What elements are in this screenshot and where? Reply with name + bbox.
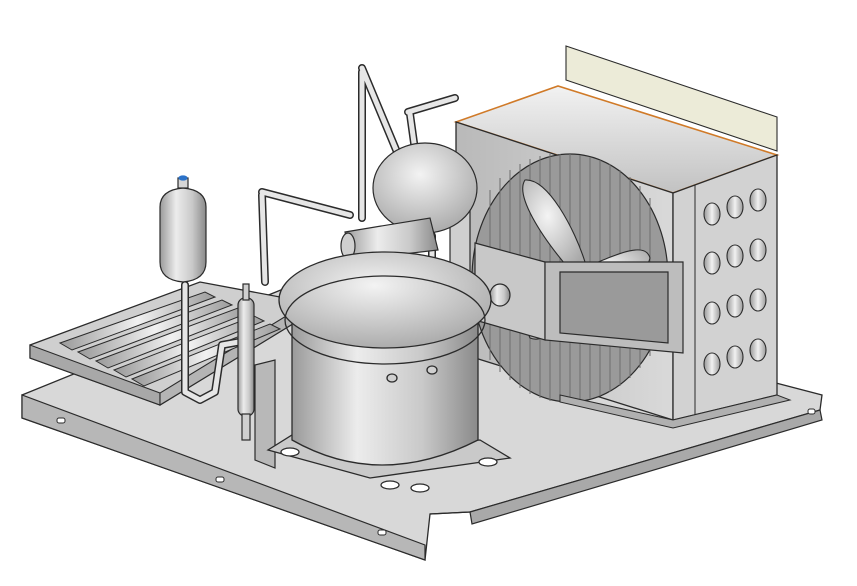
fan-motor [340, 142, 478, 261]
mounting-holes [56, 408, 816, 536]
fan-motor-mount [449, 199, 684, 354]
hermetic-compressor [266, 251, 512, 493]
filter-drier [237, 283, 276, 469]
sight-glass-cap [178, 175, 188, 181]
liquid-receiver [159, 175, 207, 283]
condenser-housing [449, 45, 792, 429]
coil-return-bends [703, 188, 767, 376]
